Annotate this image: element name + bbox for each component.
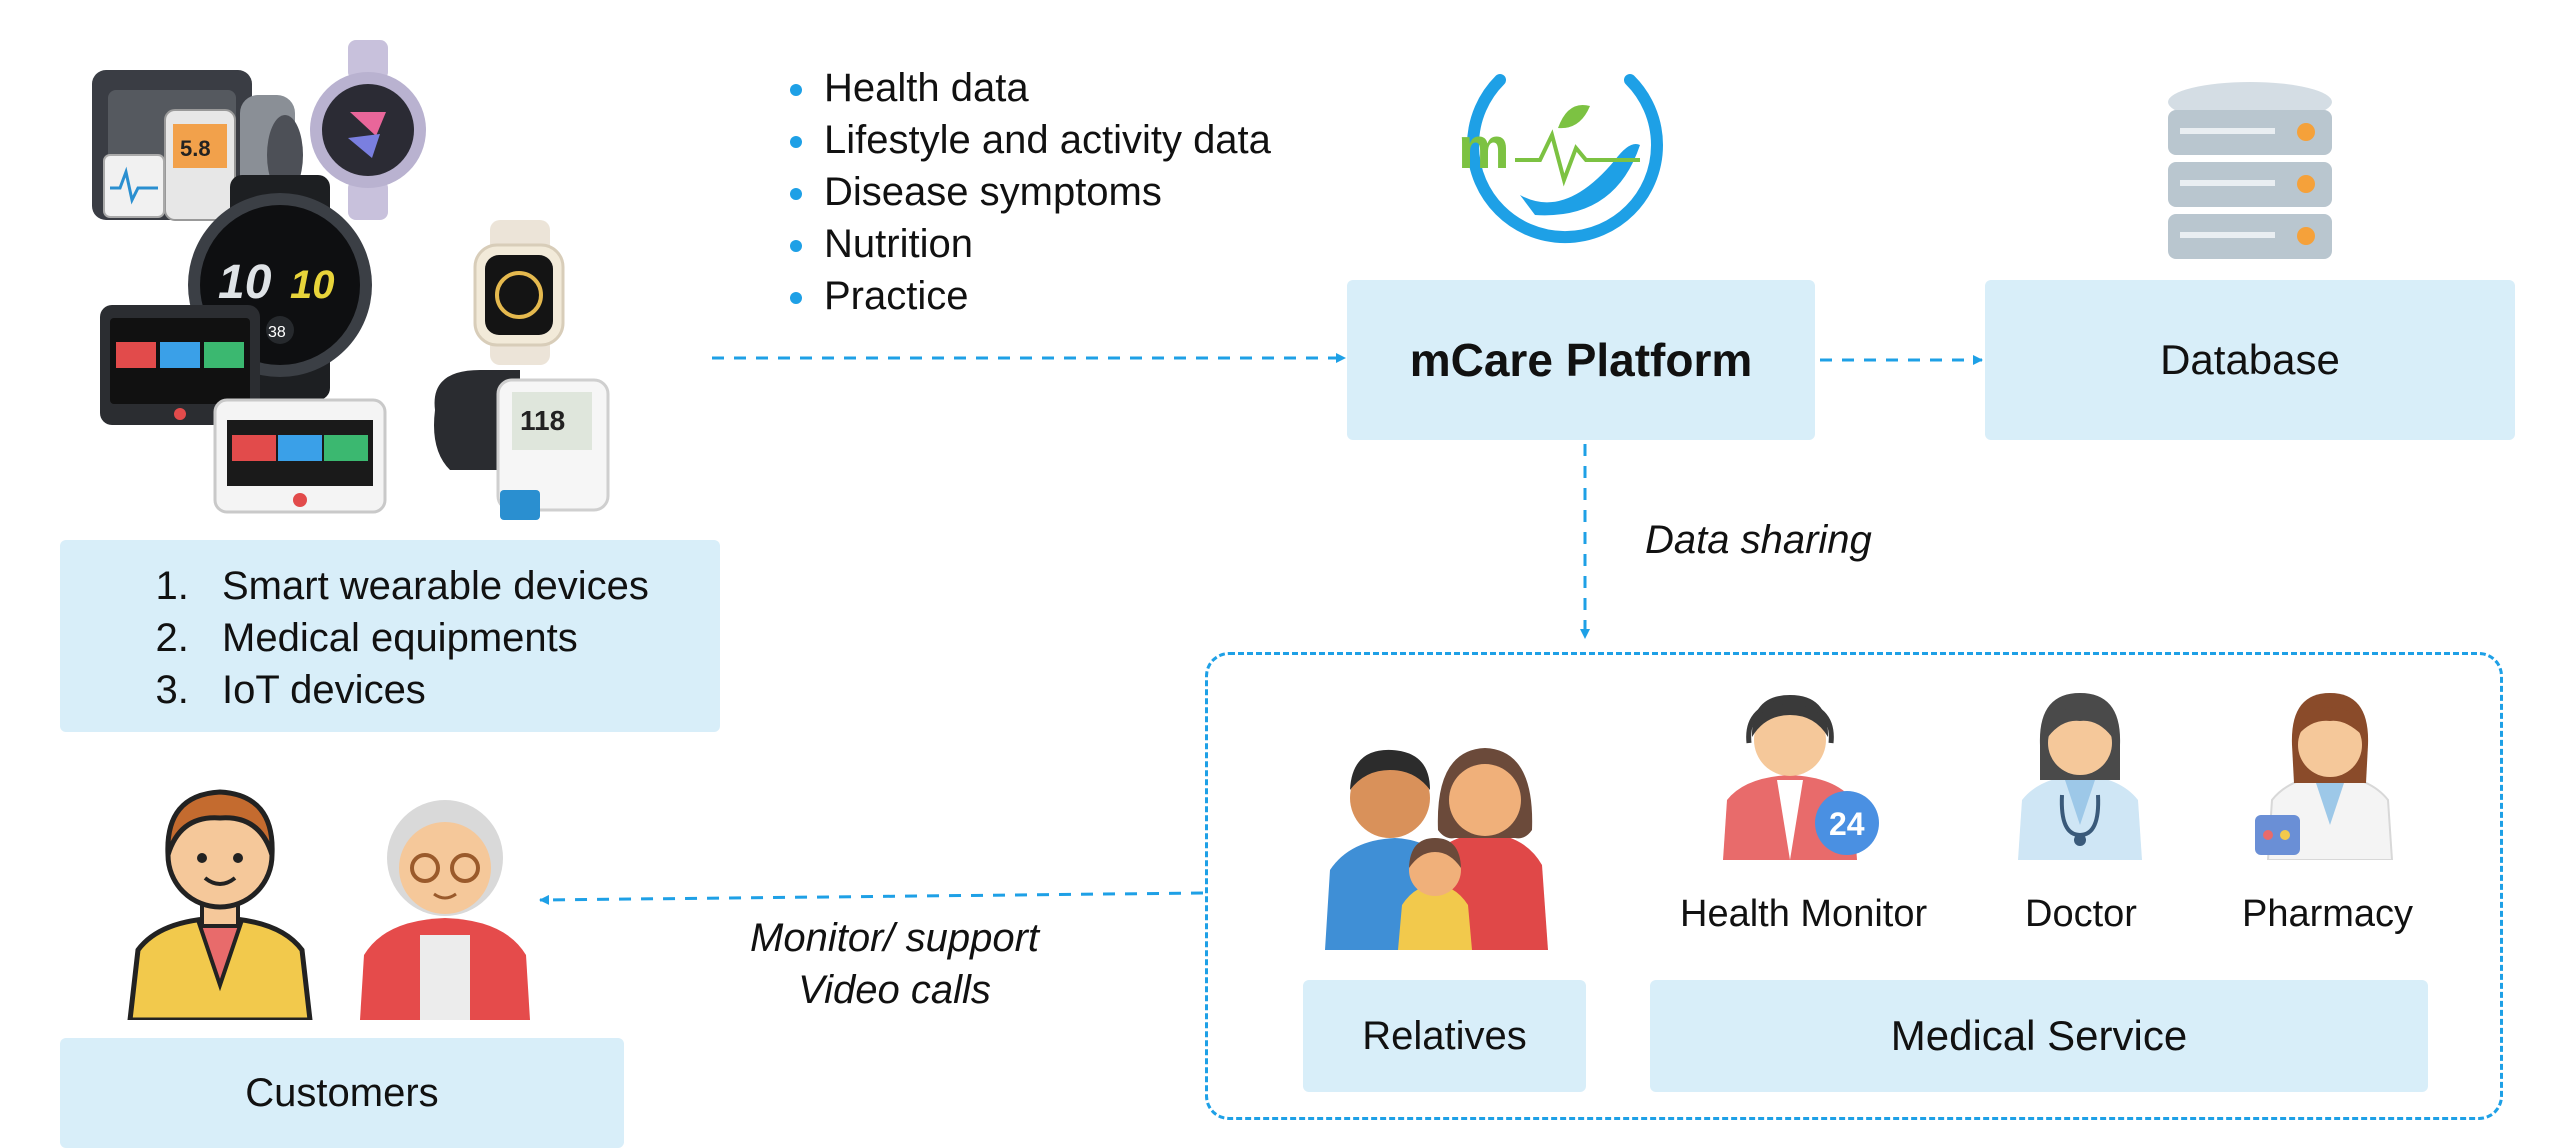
medical-service-box: Medical Service bbox=[1650, 980, 2428, 1092]
svg-text:118: 118 bbox=[520, 405, 565, 436]
svg-text:38: 38 bbox=[268, 324, 286, 341]
doctor-label: Doctor bbox=[2025, 893, 2137, 935]
pharmacist-icon bbox=[2255, 693, 2394, 860]
arrow-network-to-customers bbox=[539, 891, 1204, 905]
family-icon bbox=[1325, 748, 1548, 950]
doctor-icon bbox=[2018, 693, 2142, 860]
customers-illustration bbox=[127, 789, 530, 1020]
mcare-platform-box: mCare Platform bbox=[1347, 280, 1815, 440]
database-box: Database bbox=[1985, 280, 2515, 440]
bp-monitor-icon: 118 bbox=[434, 370, 610, 520]
devices-illustration: 5.8 10 10 38 bbox=[92, 40, 610, 520]
relatives-box: Relatives bbox=[1303, 980, 1586, 1092]
care-network-group bbox=[1205, 652, 2503, 1120]
health-monitor-icon: 24 bbox=[1723, 695, 1879, 860]
data-type-item: Practice bbox=[790, 270, 1271, 322]
platform-label: mCare Platform bbox=[1409, 334, 1753, 386]
smartwatch-purple-icon bbox=[310, 40, 426, 220]
monitor-support-label: Monitor/ support Video calls bbox=[750, 912, 1039, 1016]
health-monitor-label: Health Monitor bbox=[1680, 893, 1928, 935]
customers-label: Customers bbox=[245, 1070, 439, 1115]
patient-monitor-white-icon bbox=[213, 398, 387, 514]
data-sharing-label: Data sharing bbox=[1645, 518, 1872, 562]
elderly-woman-icon bbox=[360, 800, 530, 1020]
device-item: IoT devices bbox=[200, 664, 649, 716]
devices-box bbox=[60, 540, 720, 732]
relatives-label: Relatives bbox=[1362, 1013, 1527, 1058]
svg-text:10: 10 bbox=[218, 256, 272, 309]
device-item: Smart wearable devices bbox=[200, 560, 649, 612]
pharmacy-label: Pharmacy bbox=[2242, 893, 2414, 935]
young-man-icon bbox=[127, 789, 313, 1020]
mcare-logo-icon: m bbox=[1458, 74, 1663, 244]
svg-text:m: m bbox=[1458, 116, 1510, 181]
data-type-item: Lifestyle and activity data bbox=[790, 114, 1271, 166]
data-types-list: Health data Lifestyle and activity data … bbox=[790, 62, 1271, 322]
svg-text:10: 10 bbox=[290, 263, 335, 307]
data-type-item: Nutrition bbox=[790, 218, 1271, 270]
patient-monitor-black-icon bbox=[100, 305, 260, 425]
smartwatch-white-icon bbox=[473, 220, 565, 365]
medical-service-label: Medical Service bbox=[1890, 1012, 2188, 1059]
data-type-item: Health data bbox=[790, 62, 1271, 114]
database-icon bbox=[2168, 82, 2332, 259]
device-item: Medical equipments bbox=[200, 612, 649, 664]
svg-text:24: 24 bbox=[1829, 806, 1865, 842]
svg-text:5.8: 5.8 bbox=[180, 136, 211, 161]
database-label: Database bbox=[2160, 336, 2340, 383]
data-type-item: Disease symptoms bbox=[790, 166, 1271, 218]
monitor-label-line2: Video calls bbox=[798, 968, 991, 1012]
devices-list: Smart wearable devices Medical equipment… bbox=[100, 560, 649, 716]
monitor-label-line1: Monitor/ support bbox=[750, 916, 1040, 960]
customers-box: Customers bbox=[60, 1038, 624, 1148]
